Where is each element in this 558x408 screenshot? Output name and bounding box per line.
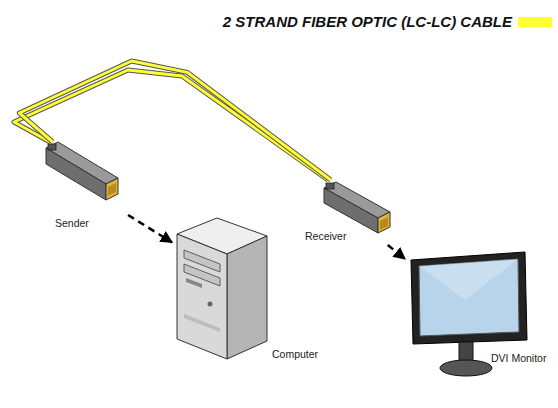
dvi-monitor-art (405, 250, 550, 385)
dvi-monitor: DVI Monitor (405, 250, 550, 385)
legend-swatch (518, 17, 552, 27)
device-label: DVI Monitor (491, 352, 546, 365)
device-label: Receiver (305, 230, 346, 243)
receiver-module: Receiver (300, 180, 395, 245)
computer-tower: Computer (172, 214, 322, 364)
device-label: Computer (272, 348, 318, 361)
dashed-arrow (388, 245, 405, 259)
legend: 2 STRAND FIBER OPTIC (LC-LC) CABLE (223, 13, 552, 30)
legend-text: 2 STRAND FIBER OPTIC (LC-LC) CABLE (223, 13, 512, 30)
device-label: Sender (55, 217, 89, 230)
sender-module: Sender (38, 142, 128, 232)
dashed-arrow (128, 215, 172, 242)
computer-tower-art (172, 214, 322, 364)
